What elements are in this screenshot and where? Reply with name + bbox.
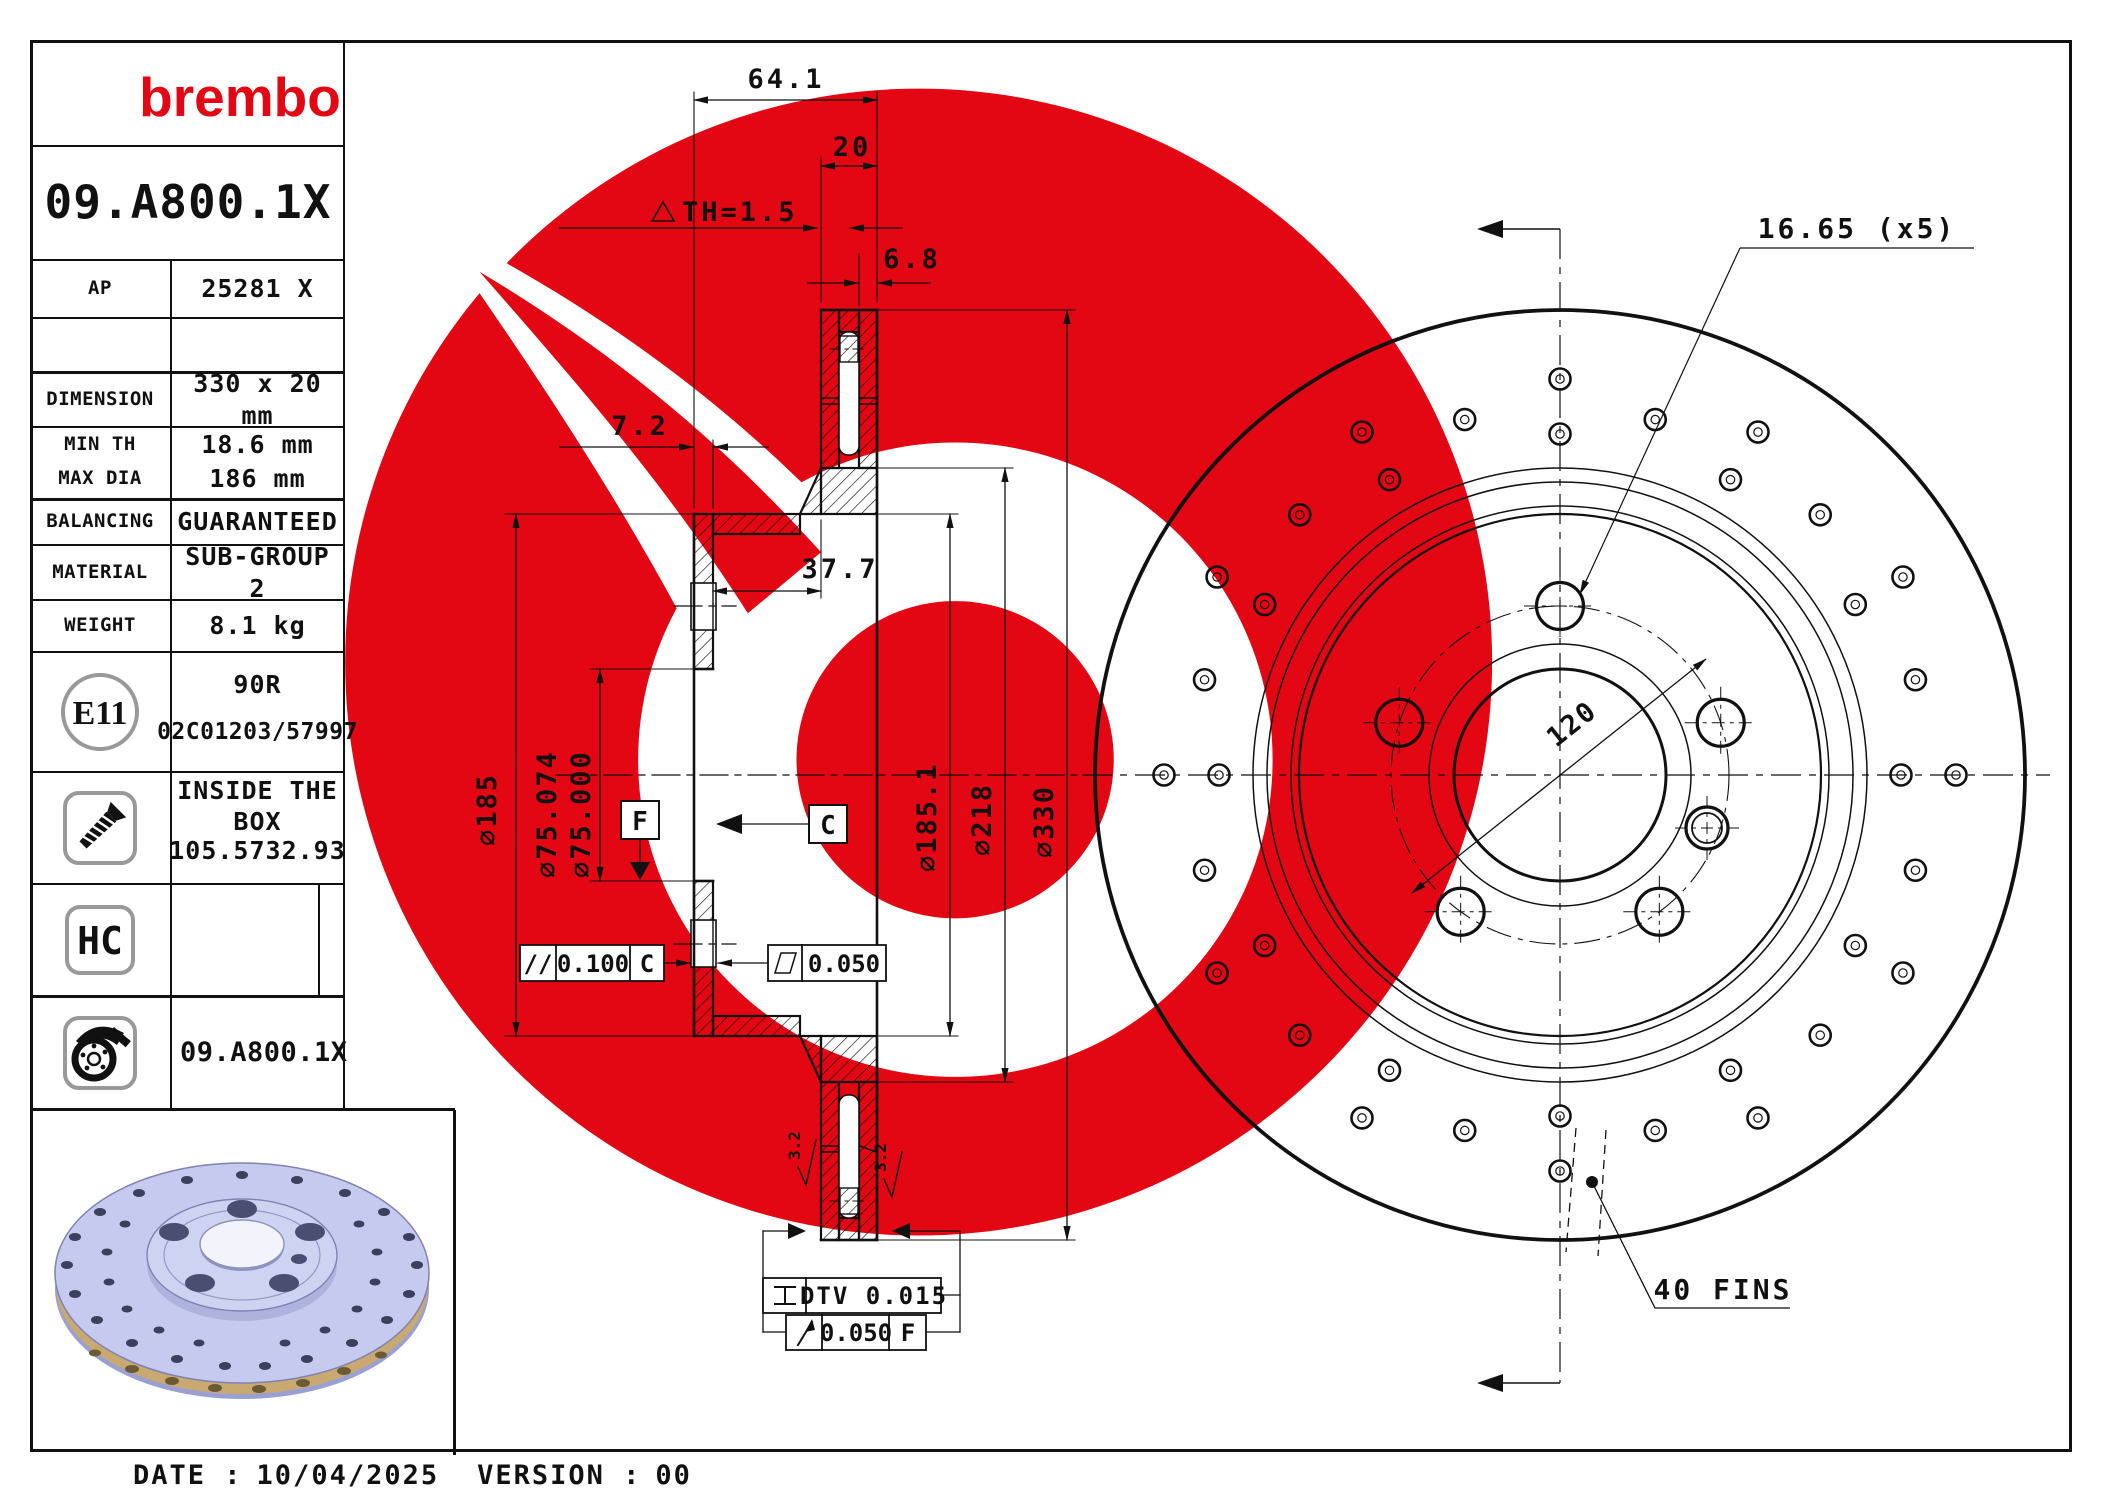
svg-text:0.050: 0.050 bbox=[808, 950, 880, 978]
outer-diameter-circle bbox=[1093, 308, 2027, 1242]
balancing-value: GUARANTEED bbox=[177, 507, 338, 537]
material-value: SUB-GROUP 2 bbox=[185, 542, 330, 603]
date-value: 10/04/2025 bbox=[256, 1460, 440, 1488]
sheet-border bbox=[30, 40, 2072, 1452]
balancing-label: BALANCING bbox=[46, 510, 154, 533]
svg-text:C: C bbox=[640, 950, 654, 978]
svg-text:C: C bbox=[820, 811, 836, 841]
wear-limit-note: TH=1.5 bbox=[650, 197, 798, 228]
dim-bore-max: ∅75.074 bbox=[532, 750, 563, 878]
footer-date-version: DATE : 10/04/2025 VERSION : 00 bbox=[133, 1460, 692, 1488]
roughness-marks bbox=[797, 1139, 903, 1200]
screw-icon bbox=[30, 772, 170, 883]
min-th-label: MIN TH bbox=[64, 433, 136, 456]
brembo-wordmark: brembo bbox=[139, 65, 341, 128]
version-label: VERSION : bbox=[477, 1460, 642, 1488]
dim-overall-height: 64.1 bbox=[747, 64, 824, 95]
e11-line2: 02C01203/57997 bbox=[157, 718, 358, 745]
dim-drum: ∅185.1 bbox=[912, 762, 943, 872]
bolt-circle bbox=[1390, 605, 1730, 945]
disc-part-number: 09.A800.1X bbox=[180, 1036, 348, 1068]
svg-text:40 FINS: 40 FINS bbox=[1653, 1273, 1792, 1306]
version-value: 00 bbox=[655, 1460, 692, 1488]
datum-f: F bbox=[620, 800, 660, 880]
dim-bore-min: ∅75.000 bbox=[566, 750, 597, 878]
svg-text:3.2: 3.2 bbox=[871, 1143, 890, 1172]
e11-line1: 90R bbox=[233, 670, 282, 700]
fins-note: 40 FINS bbox=[1565, 1127, 1792, 1309]
dimension-label: DIMENSION bbox=[46, 387, 154, 410]
bell-circle bbox=[1297, 512, 1823, 1038]
dim-outer: ∅330 bbox=[1029, 785, 1060, 858]
brake-disc-icon bbox=[30, 997, 170, 1108]
weight-label: WEIGHT bbox=[64, 614, 136, 637]
section-view: 64.1 20 6.8 7.2 37.7 TH=1.5 ∅185 ∅75.074… bbox=[472, 64, 1079, 1351]
max-dia-label: MAX DIA bbox=[58, 467, 142, 490]
dimension-value: 330 x 20 mm bbox=[193, 369, 322, 430]
dim-band-thickness: 20 bbox=[833, 132, 872, 163]
svg-text:HC: HC bbox=[77, 919, 123, 963]
dim-offset: 37.7 bbox=[801, 554, 878, 585]
dim-plate-hat: 7.2 bbox=[611, 411, 669, 442]
svg-text://: // bbox=[524, 950, 553, 978]
ap-value: 25281 X bbox=[201, 273, 314, 303]
datum-c: C bbox=[716, 804, 848, 844]
max-dia-value: 186 mm bbox=[209, 464, 306, 494]
dim-plate-right: 6.8 bbox=[883, 244, 941, 275]
material-label: MATERIAL bbox=[52, 560, 148, 583]
svg-text:16.65 (x5): 16.65 (x5) bbox=[1758, 212, 1957, 245]
cross-drilled-holes bbox=[1152, 367, 1968, 1183]
hc-icon: HC bbox=[30, 885, 170, 995]
section-plane-arrows bbox=[1477, 220, 1560, 1392]
svg-text:0.100: 0.100 bbox=[557, 950, 629, 978]
dim-bell-od: ∅185 bbox=[472, 773, 503, 846]
svg-text:F: F bbox=[901, 1319, 915, 1347]
disc-3d-render bbox=[32, 1112, 452, 1452]
part-number: 09.A800.1X bbox=[44, 175, 332, 230]
e11-homologation-icon: E11 bbox=[30, 653, 170, 771]
min-th-value: 18.6 mm bbox=[201, 430, 314, 460]
flatness-tolerance-frame: 0.050 bbox=[717, 944, 887, 982]
svg-text:DTV 0.015: DTV 0.015 bbox=[800, 1282, 948, 1310]
dim-band-inner: ∅218 bbox=[967, 783, 998, 856]
svg-text:E11: E11 bbox=[73, 695, 128, 732]
svg-text:F: F bbox=[632, 807, 648, 837]
date-label: DATE : bbox=[133, 1460, 243, 1488]
svg-text:TH=1.5: TH=1.5 bbox=[682, 197, 798, 228]
ap-label: AP bbox=[88, 276, 112, 299]
svg-text:0.050: 0.050 bbox=[820, 1319, 892, 1347]
weight-value: 8.1 kg bbox=[209, 611, 306, 641]
box-line1: INSIDE THE BOX bbox=[177, 775, 338, 836]
bolt-hole-note: 16.65 (x5) bbox=[1579, 212, 1974, 595]
parallelism-tolerance-frame: // 0.100 C bbox=[519, 944, 691, 982]
dtv-runout-frames: DTV 0.015 0.050 F bbox=[762, 1223, 961, 1351]
box-line2: 105.5732.93 bbox=[169, 836, 346, 866]
svg-text:3.2: 3.2 bbox=[785, 1131, 804, 1160]
